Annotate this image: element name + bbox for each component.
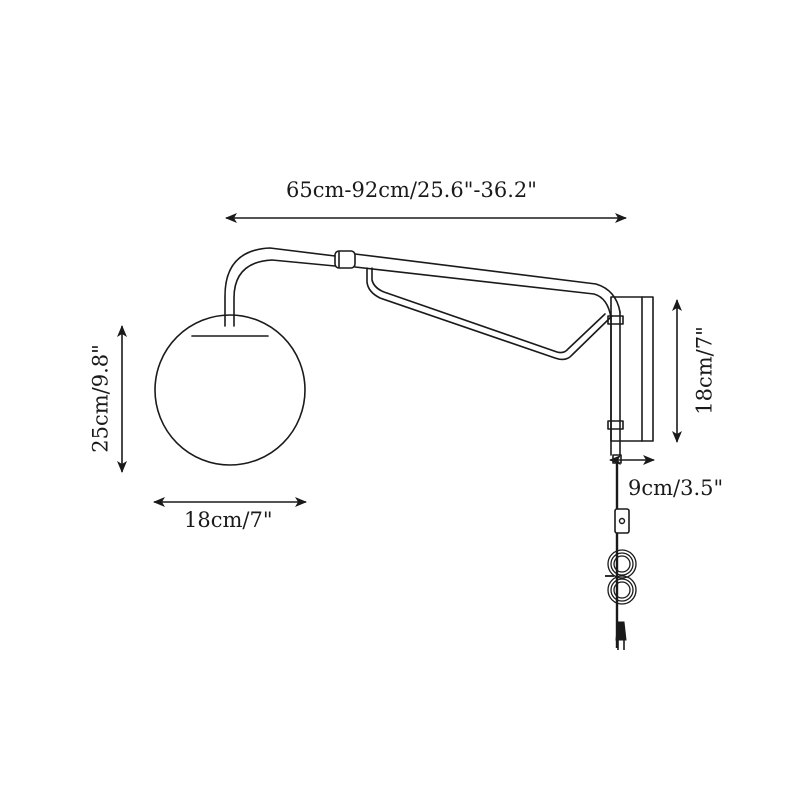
globe-width-label: 18cm/7" — [184, 508, 273, 532]
arm-length-label: 65cm-92cm/25.6"-36.2" — [286, 178, 537, 202]
wall-backplate — [610, 296, 654, 442]
backplate-height-label: 18cm/7" — [692, 326, 717, 415]
arm-joint-sleeve — [334, 250, 356, 269]
plug — [615, 621, 627, 641]
main-arm — [354, 253, 621, 313]
power-cord — [605, 463, 637, 650]
support-brace — [366, 267, 613, 361]
lamp-neck — [224, 247, 336, 327]
inline-switch — [614, 508, 630, 534]
backplate-depth-label: 9cm/3.5" — [628, 476, 724, 500]
cord-coil — [605, 549, 637, 605]
lamp-body — [154, 247, 654, 466]
globe-height-label: 25cm/9.8" — [88, 344, 113, 453]
globe-shade — [154, 314, 306, 466]
